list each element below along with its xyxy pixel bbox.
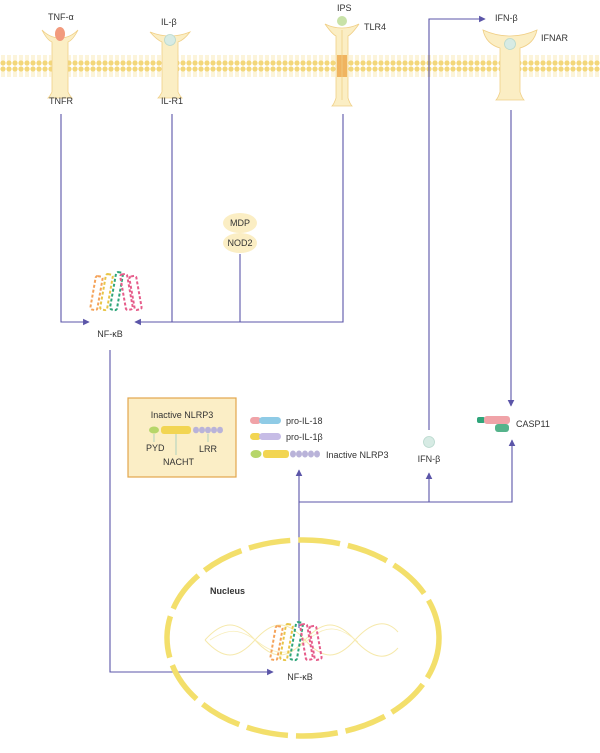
nfkb-complex-nucleus <box>269 621 323 662</box>
legend-pyd: PYD <box>146 443 165 453</box>
pro-il-1b-glyph <box>250 433 281 440</box>
il-beta-ligand <box>164 34 176 46</box>
ips-label: IPS <box>337 3 352 13</box>
legend-nacht: NACHT <box>163 457 195 467</box>
pro-il-18-glyph <box>250 417 281 424</box>
dna-helix <box>204 623 399 657</box>
pro-il-18-label: pro-IL-18 <box>286 416 323 426</box>
arrow-ifn-beta-to-ifnar <box>428 15 486 430</box>
casp11-glyph <box>477 416 510 432</box>
mdp-node <box>223 213 257 233</box>
inactive-nlrp3-glyph <box>250 450 320 458</box>
pro-il-1b-label: pro-IL-1β <box>286 432 323 442</box>
ips-ligand <box>337 16 347 26</box>
arrow-branch-to-ifn-beta <box>299 472 433 503</box>
il-r1-label: IL-R1 <box>161 96 183 106</box>
nucleus-label: Nucleus <box>210 586 245 596</box>
legend-title: Inactive NLRP3 <box>151 410 214 420</box>
ifn-beta-label: IFN-β <box>418 454 441 464</box>
il-r1-receptor <box>149 31 192 99</box>
nfkb-label: NF-κB <box>97 329 123 339</box>
tnf-alpha-ligand <box>55 27 65 41</box>
tnfr-label: TNFR <box>49 96 73 106</box>
nfkb-complex-cytoplasm <box>89 271 143 312</box>
arrow-nfkb-to-nucleus <box>109 350 274 676</box>
tlr4-label: TLR4 <box>364 22 386 32</box>
nod2-label: NOD2 <box>227 238 252 248</box>
arrow-branch-to-casp11 <box>429 439 516 503</box>
mdp-label: MDP <box>230 218 250 228</box>
ifnar-receptor <box>482 29 538 101</box>
nucleus-nfkb-label: NF-κB <box>287 672 313 682</box>
nuclear-envelope <box>164 537 442 739</box>
arrow-tnfr-to-nfkb <box>60 114 90 326</box>
il-beta-label: IL-β <box>161 17 177 27</box>
inactive-nlrp3-label: Inactive NLRP3 <box>326 450 389 460</box>
tlr4-receptor <box>324 16 360 107</box>
tnfr-receptor <box>41 27 79 99</box>
casp11-label: CASP11 <box>516 419 550 429</box>
nlrp3-legend-box <box>127 397 237 478</box>
nod2-node <box>223 233 257 253</box>
legend-lrr: LRR <box>199 444 218 454</box>
cell-membrane <box>0 55 600 77</box>
ifn-beta-node <box>423 436 435 448</box>
tnf-alpha-label: TNF-α <box>48 12 74 22</box>
ifn-beta-top-label: IFN-β <box>495 13 518 23</box>
ifn-beta-ligand <box>504 38 516 50</box>
arrow-tlr4-to-nfkb <box>134 114 344 326</box>
ifnar-label: IFNAR <box>541 33 569 43</box>
